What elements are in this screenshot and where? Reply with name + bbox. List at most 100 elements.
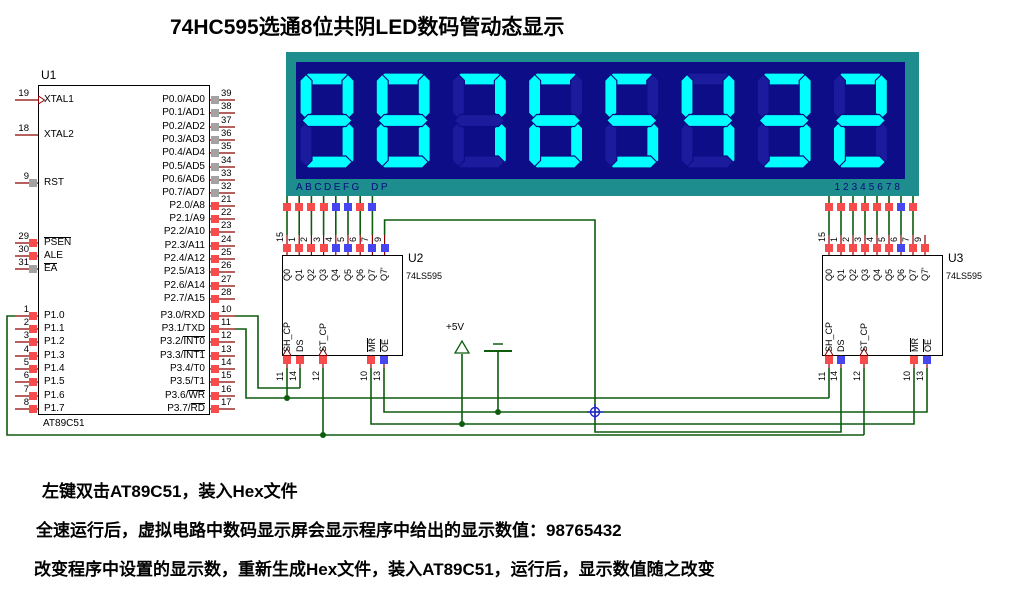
u1-pin-name: PSEN (44, 237, 72, 248)
u3-ref-label: U3 (948, 251, 964, 265)
u1-pin-number: 17 (221, 397, 232, 408)
note-line-1: 左键双击AT89C51，装入Hex文件 (42, 482, 298, 501)
u1-pin-number: 38 (221, 101, 232, 112)
u1-part-label: AT89C51 (43, 418, 85, 429)
u1-pin-number: 7 (23, 384, 29, 395)
u3-pin-number: 3 (853, 236, 863, 242)
u1-pin-state-square (29, 378, 37, 386)
u1-pin-state-square (29, 365, 37, 373)
u2-pin-state-square (307, 244, 316, 252)
u1-pin-state-square (211, 378, 219, 386)
u1-pin-state-square (211, 228, 219, 236)
schematic-title: 74HC595选通8位共阴LED数码管动态显示 (170, 16, 565, 39)
u1-pin-state-square (211, 189, 219, 197)
u2-pin-number: 4 (323, 236, 334, 242)
u1-pin-number: 2 (23, 317, 29, 328)
u1-pin-number: 5 (23, 357, 29, 368)
u2-pin-name: DS (294, 339, 305, 352)
u1-pin-number: 15 (221, 370, 232, 381)
u3-pin-name: Q3 (859, 268, 870, 281)
u3-pin-name: DS (835, 339, 846, 352)
u1-pin-name: P0.6/AD6 (162, 174, 205, 185)
u2-pin-number: 10 (359, 370, 369, 381)
u1-pin-number: 39 (221, 88, 232, 99)
u3-pin-number: 14 (829, 370, 839, 381)
u1-pin-state-square (211, 392, 219, 400)
u3-pin-name: Q7 (907, 268, 918, 281)
u1-pin-name: P3.5/T1 (169, 376, 205, 387)
u1-pin-state-square (29, 352, 37, 360)
u1-pin-name: P0.3/AD3 (162, 134, 205, 145)
u1-pin-name: P0.4/AD4 (162, 147, 205, 158)
u2-pin-name: Q4 (330, 268, 341, 281)
u1-pin-number: 16 (221, 384, 232, 395)
u2-pin-state-square (319, 356, 327, 364)
u2-pin-number: 11 (275, 371, 285, 381)
u3-pin-state-square (837, 356, 845, 364)
u1-pin-state-square (211, 242, 219, 250)
u1-pin-name: P0.1/AD1 (162, 107, 205, 118)
u2-pin-state-square (368, 244, 377, 252)
u2-pin-name: Q3 (318, 268, 329, 281)
u1-pin-name: P0.2/AD2 (162, 121, 205, 132)
u1-pin-state-square (211, 96, 219, 104)
u1-pin-number: 36 (221, 128, 232, 139)
u3-pin-name: Q4 (871, 268, 882, 281)
u3-bus-state-square (849, 203, 857, 211)
u1-pin-name: P3.1/TXD (161, 323, 205, 334)
u1-pin-state-square (29, 405, 37, 413)
led-display[interactable]: ABCDEFG DP 12345678 (286, 52, 919, 196)
u1-pin-state-square (29, 265, 37, 273)
u1-pin-state-square (29, 312, 37, 320)
u1-pin-number: 23 (221, 220, 232, 231)
u1-pin-state-square (211, 365, 219, 373)
u1-pin-number: 21 (221, 194, 232, 205)
u1-pin-name: XTAL1 (44, 94, 74, 105)
u1-pin-number: 32 (221, 181, 232, 192)
u2-pin-state-square (283, 244, 291, 252)
u2-pin-name: SH_CP (281, 321, 292, 352)
u1-pin-number: 6 (23, 370, 29, 381)
u2-pin-name: ST_CP (317, 322, 328, 352)
u1-pin-name: P3.6/WR (164, 390, 205, 401)
u3-pin-state-square (837, 244, 845, 252)
u1-pin-number: 1 (23, 304, 29, 315)
u2-pin-state-square (380, 244, 389, 252)
u1-pin-name: P3.2/INT0 (159, 336, 205, 347)
u1-pin-number: 12 (221, 330, 232, 341)
u3-pin-name: OE (922, 338, 933, 352)
u3-bus-state-square (909, 203, 917, 211)
seven-segment-digits (299, 72, 889, 169)
u1-pin-name: XTAL2 (44, 129, 74, 140)
u3-pin-number: 13 (915, 370, 925, 381)
u1-pin-name: P2.1/A9 (169, 213, 205, 224)
u3-pin-state-square (873, 244, 881, 252)
u1-pin-name: P2.0/A8 (169, 200, 205, 211)
origin-marker (587, 404, 603, 420)
u2-bus-state-square (344, 203, 352, 211)
u2-bus-state-square (356, 203, 365, 211)
u2-pin-name: Q6 (354, 268, 365, 281)
u1-pin-state-square (211, 282, 219, 290)
u1-pin-state-square (29, 325, 37, 333)
u3-pin-state-square (921, 244, 929, 252)
u3-pin-number: 1 (829, 236, 839, 242)
u3-pin-number: 10 (902, 370, 912, 381)
u1-pin-name: P3.0/RXD (160, 310, 205, 321)
u3-bus-state-square (837, 203, 845, 211)
u1-pin-name: P0.5/AD5 (162, 161, 205, 172)
u3-pin-name: ST_CP (858, 322, 869, 352)
u1-ref-label: U1 (41, 68, 57, 82)
u3-bus-state-square (897, 203, 905, 211)
u3-pin-state-square (860, 356, 868, 364)
u1-pin-number: 34 (221, 155, 232, 166)
u3-pin-number: 2 (841, 236, 851, 242)
u1-pin-number: 14 (221, 357, 232, 368)
u1-pin-state-square (211, 215, 219, 223)
u1-pin-name: P2.7/A15 (163, 293, 205, 304)
u1-pin-state-square (211, 202, 219, 210)
u1-pin-state-square (29, 252, 37, 260)
u1-pin-number: 8 (23, 397, 29, 408)
u1-pin-state-square (211, 312, 219, 320)
